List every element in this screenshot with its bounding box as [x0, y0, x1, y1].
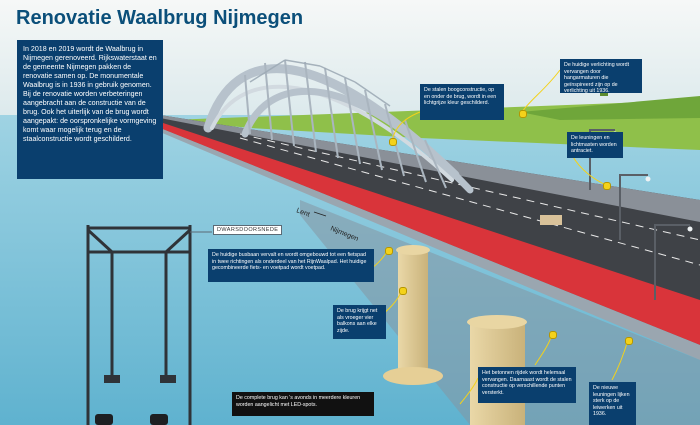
- steel-arch: [203, 64, 474, 194]
- callout-new-railings: De nieuwe leuningen lijken sterk op de l…: [589, 382, 636, 425]
- cross-section: [86, 225, 192, 425]
- arch-hangers: [244, 59, 447, 189]
- callout-deck: Het betonnen rijdek wordt helemaal verva…: [478, 367, 576, 403]
- callout-anchor-new-railings: [625, 337, 633, 345]
- callout-anchor-arch: [389, 138, 397, 146]
- intro-text: In 2018 en 2019 wordt de Waalbrug in Nij…: [17, 40, 163, 179]
- callout-lighting: De huidige verlichting wordt vervangen d…: [560, 59, 642, 94]
- light-masts: [589, 129, 690, 300]
- callout-anchor-railings: [603, 182, 611, 190]
- page-title: Renovatie Waalbrug Nijmegen: [16, 7, 304, 29]
- callout-anchor-lighting: [519, 110, 527, 118]
- bridge-pier-left: [383, 245, 443, 385]
- callout-anchor-balconies: [399, 287, 407, 295]
- callout-balconies: De brug krijgt net als vroeger vier balk…: [333, 305, 386, 339]
- callout-led: De complete brug kan 's avonds in meerde…: [232, 392, 374, 416]
- callout-anchor-deck: [549, 331, 557, 339]
- callout-busbaan: De huidige busbaan vervalt en wordt omge…: [208, 249, 374, 282]
- direction-label-lent: Lent: [295, 207, 310, 218]
- callout-railings: De leuningen en lichtmasten worden antra…: [567, 132, 623, 158]
- cross-section-label: DWARSDOORSNEDE: [213, 225, 283, 235]
- callout-arch: De stalen boogconstructie, op en onder d…: [420, 84, 504, 120]
- bike-path: [160, 122, 700, 345]
- callout-anchor-busbaan: [385, 247, 393, 255]
